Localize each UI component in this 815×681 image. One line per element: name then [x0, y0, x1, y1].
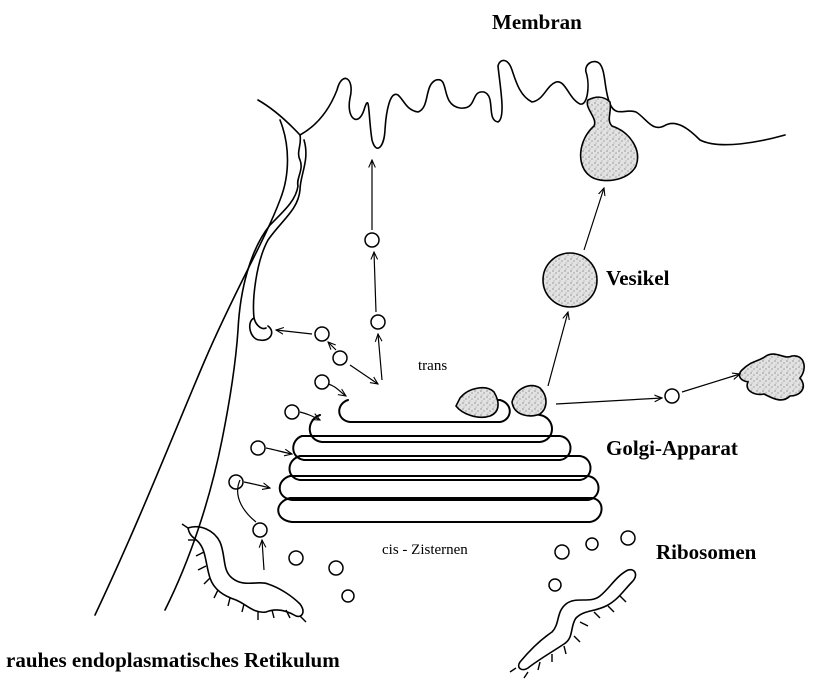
- plasma-membrane: [258, 60, 785, 148]
- label-golgi: Golgi-Apparat: [606, 436, 738, 461]
- membrane-fold-2: [254, 140, 306, 329]
- label-vesicle: Vesikel: [606, 266, 669, 291]
- label-cis-cisternae: cis - Zisternen: [382, 542, 468, 559]
- extracellular-blob: [740, 354, 805, 400]
- membrane-outer: [95, 120, 288, 615]
- label-trans: trans: [418, 358, 447, 375]
- rough-er-right: [510, 570, 635, 678]
- label-rough-er: rauhes endoplasmatisches Retikulum: [6, 648, 340, 673]
- transport-arrows: [238, 160, 740, 570]
- label-ribosomes: Ribosomen: [656, 540, 756, 565]
- golgi-stack: [278, 386, 601, 522]
- rough-er-left: [182, 524, 306, 622]
- fusing-vesicle: [581, 97, 638, 180]
- label-membrane: Membran: [492, 10, 582, 35]
- vesicle-large: [543, 253, 597, 307]
- membrane-fold: [165, 135, 301, 610]
- membrane-bud: [250, 318, 272, 340]
